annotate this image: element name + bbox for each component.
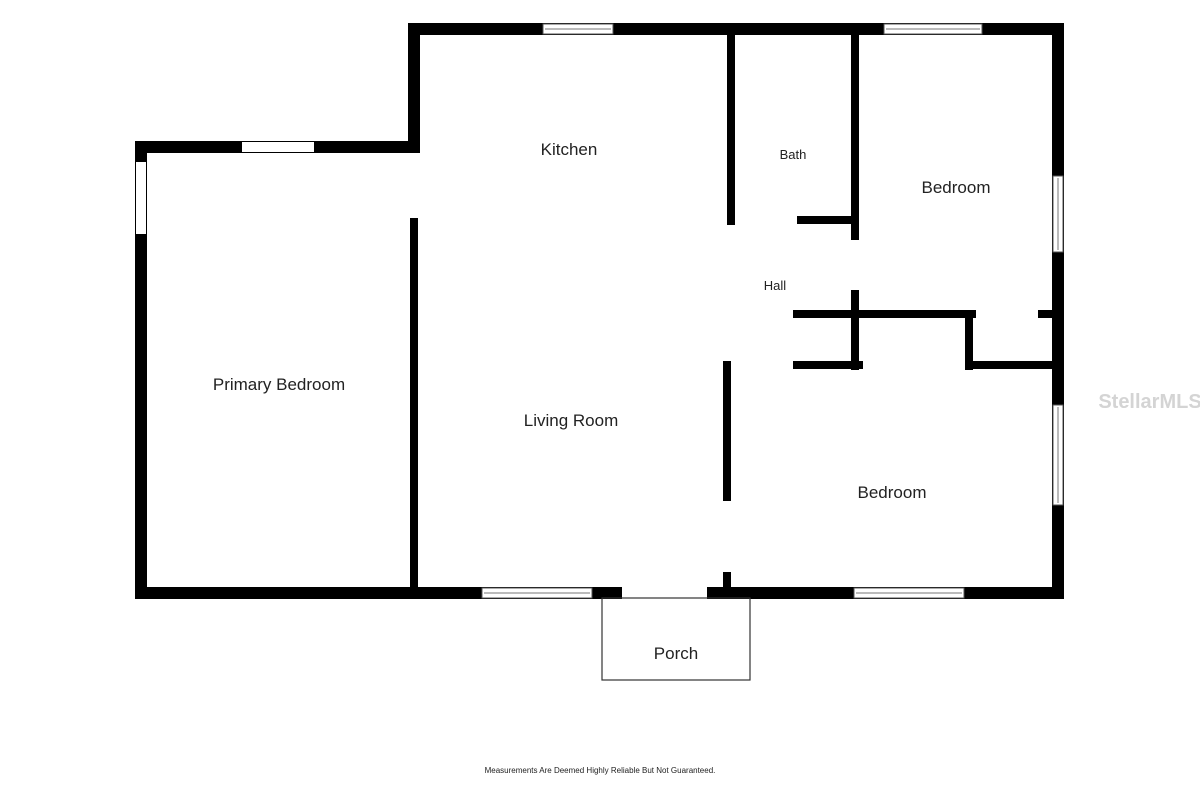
wall-hall-bedroom [851,290,859,310]
room-labels: Kitchen Bath Bedroom Hall Primary Bedroo… [213,140,991,663]
room-label-porch: Porch [654,644,698,663]
wall-bath-bottom [797,216,859,224]
porch-outline [601,597,751,681]
wall-kitchen-bath [727,35,735,225]
wall-closet-bottom-right [965,361,1055,369]
window-primary-left [136,162,146,234]
room-label-bedroom-ne: Bedroom [922,178,991,197]
room-label-kitchen: Kitchen [541,140,598,159]
wall-bath-bedroom [851,35,859,240]
wall-living-bedroom-upper [723,361,731,501]
room-label-primary-bedroom: Primary Bedroom [213,375,345,394]
windows [136,23,1064,599]
wall-closet-bottom-left [793,361,863,369]
room-label-bedroom-se: Bedroom [858,483,927,502]
wall-bedroom-ne-bottom [793,310,976,318]
watermark-logo: StellarMLS [1098,391,1200,413]
wall-closet-mid [851,310,859,370]
interior-walls [410,35,1058,592]
disclaimer-text: Measurements Are Deemed Highly Reliable … [484,766,716,775]
room-label-living-room: Living Room [524,411,619,430]
wall-living-bedroom-lower [723,572,731,592]
window-primary-top [242,142,314,152]
wall-closet-right [965,310,973,370]
wall-kitchen-left [408,23,420,153]
wall-primary-living [410,218,418,590]
wall-left [135,141,147,599]
room-label-bath: Bath [780,147,807,162]
room-label-hall: Hall [764,278,787,293]
wall-bedroom-ne-bottom-right [1038,310,1058,318]
